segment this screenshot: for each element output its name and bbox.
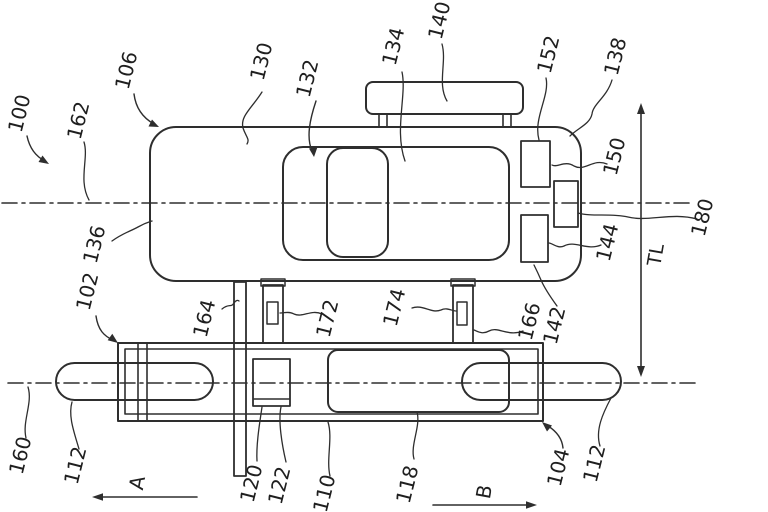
roof-module-tab-left — [378, 113, 388, 128]
cab-outline — [282, 146, 510, 261]
equipment-box-120 — [252, 358, 291, 407]
leader-162 — [83, 141, 90, 201]
drawing-lines — [1, 43, 698, 506]
bracket-left-insert-172 — [266, 301, 279, 325]
cab-inner-panel — [326, 147, 389, 258]
arrowhead-direction-b — [526, 501, 537, 509]
leader-120 — [256, 406, 263, 462]
leader-130 — [241, 91, 263, 145]
arrowhead-106 — [148, 119, 159, 127]
direction-label-b: B — [471, 483, 497, 501]
direction-label-a: A — [124, 474, 150, 492]
bracket-left-tab — [260, 278, 286, 287]
arrowhead-104 — [542, 422, 552, 432]
bracket-left — [262, 284, 284, 344]
leader-134 — [399, 71, 406, 162]
leader-150 — [551, 161, 608, 169]
leader-122 — [279, 406, 287, 463]
bracket-right-tab — [450, 278, 476, 287]
vehicle-body-outline — [149, 126, 582, 282]
leader-142 — [533, 264, 558, 307]
leader-110 — [327, 421, 331, 477]
leader-160 — [24, 386, 30, 439]
mast-plate-164 — [233, 281, 247, 477]
leader-144 — [548, 242, 602, 248]
ref-label-tl: TL — [643, 242, 669, 269]
leader-172 — [279, 311, 323, 316]
wheel-left-112 — [55, 362, 214, 401]
arrowhead-132 — [309, 147, 318, 157]
leader-112-right — [597, 397, 612, 447]
leader-164 — [221, 299, 240, 310]
arrowheads — [38, 103, 645, 509]
trailer-frame-outer — [117, 342, 544, 422]
leader-118 — [412, 411, 419, 460]
bracket-right-166 — [452, 284, 474, 344]
leader-166 — [473, 329, 524, 334]
arrowhead-tl-bottom — [637, 366, 645, 377]
leader-180 — [577, 212, 698, 220]
roof-module-tab-right — [502, 113, 512, 128]
roof-module — [365, 81, 524, 115]
wheel-right-112 — [461, 362, 622, 401]
sensor-box-144 — [520, 214, 549, 263]
leader-152 — [537, 77, 548, 141]
sensor-box-150 — [520, 140, 551, 188]
arrowhead-102 — [107, 333, 118, 343]
leader-138 — [569, 79, 613, 137]
leader-136 — [111, 220, 153, 242]
trailer-frame-inner — [124, 348, 539, 415]
coupler-box-180 — [553, 180, 579, 228]
bracket-right-insert-174 — [456, 301, 468, 326]
arrow-shaft-132 — [308, 100, 317, 152]
leader-140 — [441, 43, 448, 102]
arrowhead-tl-top — [637, 103, 645, 114]
arrowhead-direction-a — [92, 493, 103, 501]
leader-112-left — [70, 401, 80, 450]
leader-174 — [411, 306, 457, 312]
arrowhead-100 — [38, 155, 49, 164]
cargo-bed-118 — [327, 349, 510, 413]
